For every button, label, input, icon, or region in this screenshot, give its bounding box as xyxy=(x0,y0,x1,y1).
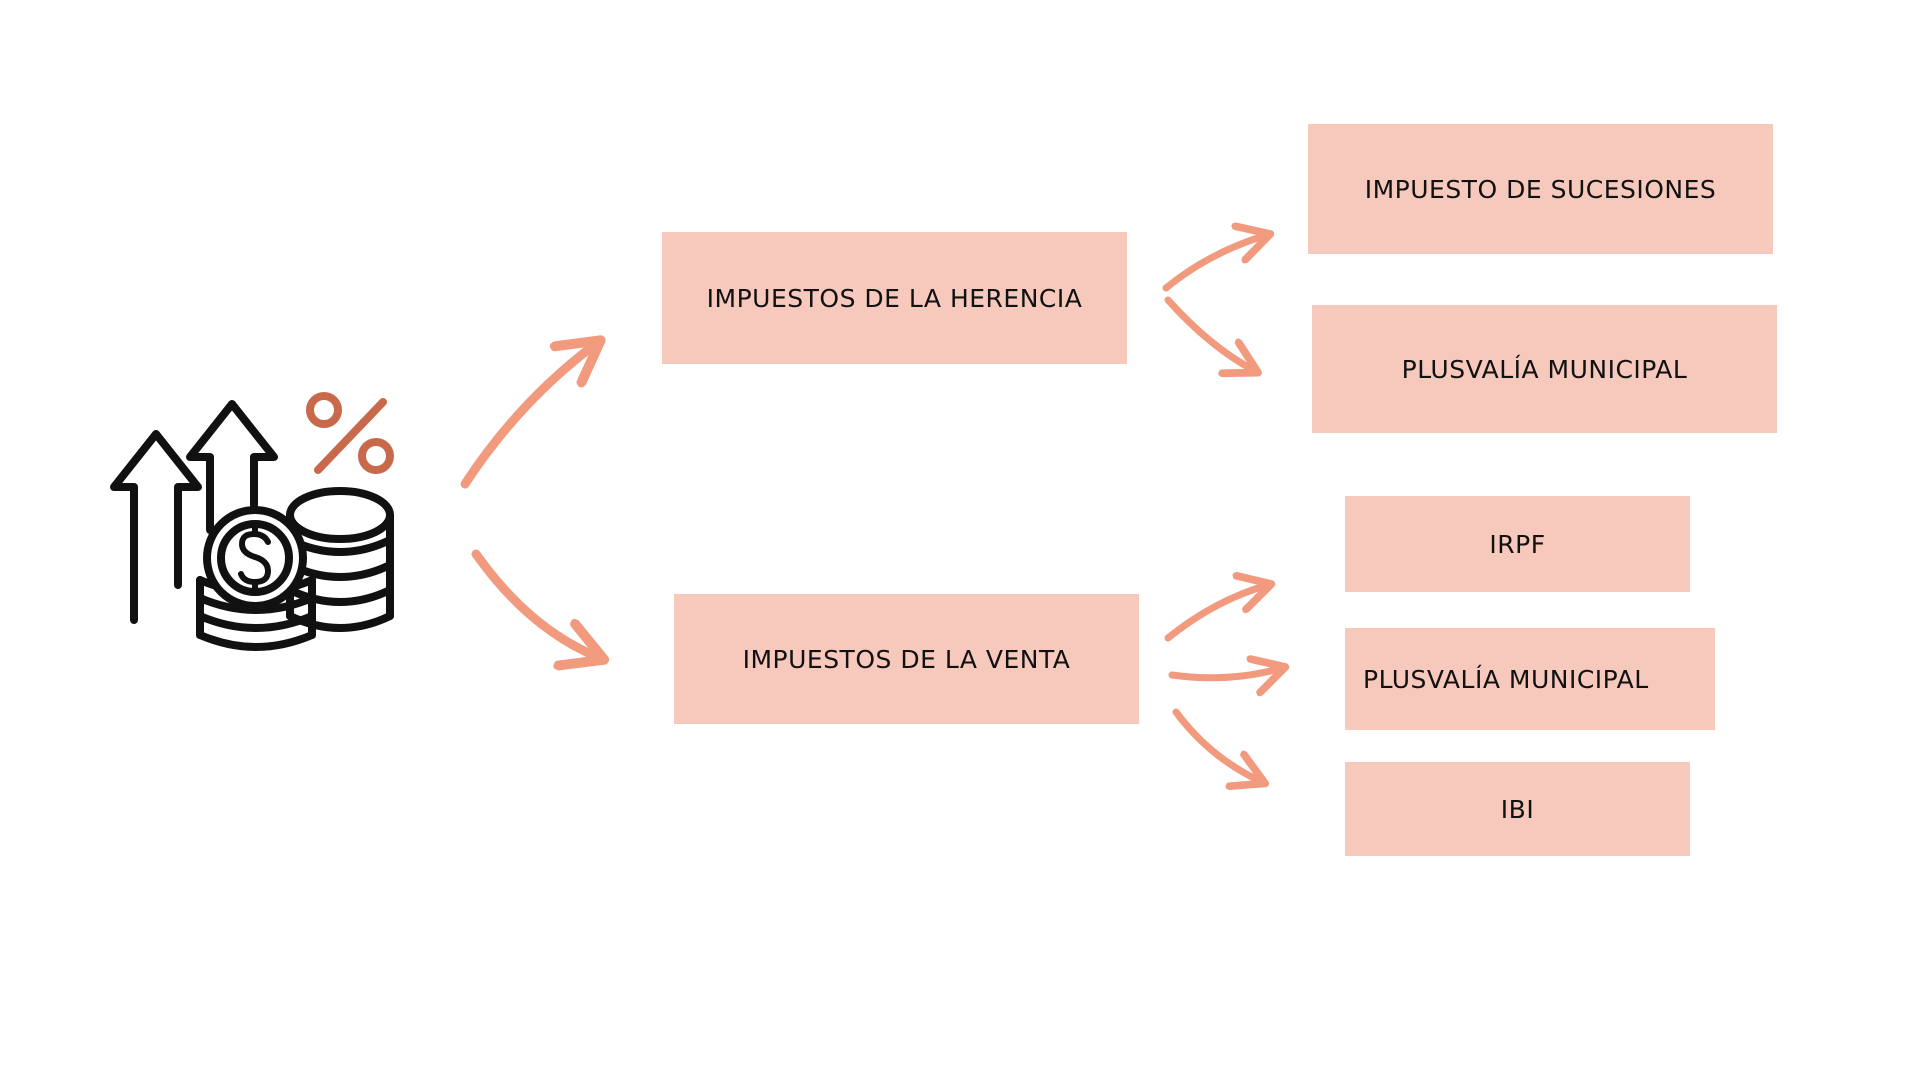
node-impuestos-venta: IMPUESTOS DE LA VENTA xyxy=(674,594,1139,724)
node-label: IBI xyxy=(1500,794,1535,824)
node-label: IMPUESTOS DE LA HERENCIA xyxy=(706,283,1083,313)
node-ibi: IBI xyxy=(1345,762,1690,856)
node-plusvalia-municipal-herencia: PLUSVALÍA MUNICIPAL xyxy=(1312,305,1777,433)
node-label: IMPUESTOS DE LA VENTA xyxy=(742,644,1071,674)
node-irpf: IRPF xyxy=(1345,496,1690,592)
node-impuestos-herencia: IMPUESTOS DE LA HERENCIA xyxy=(662,232,1127,364)
rising-money-percent-icon xyxy=(110,392,394,651)
arrow-herencia-to-plusvalia xyxy=(1164,296,1255,371)
arrow-herencia-to-sucesiones xyxy=(1162,235,1267,292)
node-label: PLUSVALÍA MUNICIPAL xyxy=(1363,664,1649,694)
arrow-venta-to-irpf xyxy=(1164,585,1268,642)
arrow-icon-to-herencia xyxy=(460,343,597,489)
node-label: IMPUESTO DE SUCESIONES xyxy=(1364,174,1717,204)
arrow-venta-to-plusvalia xyxy=(1168,668,1282,678)
node-label: IRPF xyxy=(1489,529,1546,559)
arrow-venta-to-ibi xyxy=(1172,708,1262,782)
arrow-icon-to-venta xyxy=(471,549,600,658)
node-plusvalia-municipal-venta: PLUSVALÍA MUNICIPAL xyxy=(1345,628,1715,730)
node-label: PLUSVALÍA MUNICIPAL xyxy=(1401,354,1688,384)
node-impuesto-sucesiones: IMPUESTO DE SUCESIONES xyxy=(1308,124,1773,254)
